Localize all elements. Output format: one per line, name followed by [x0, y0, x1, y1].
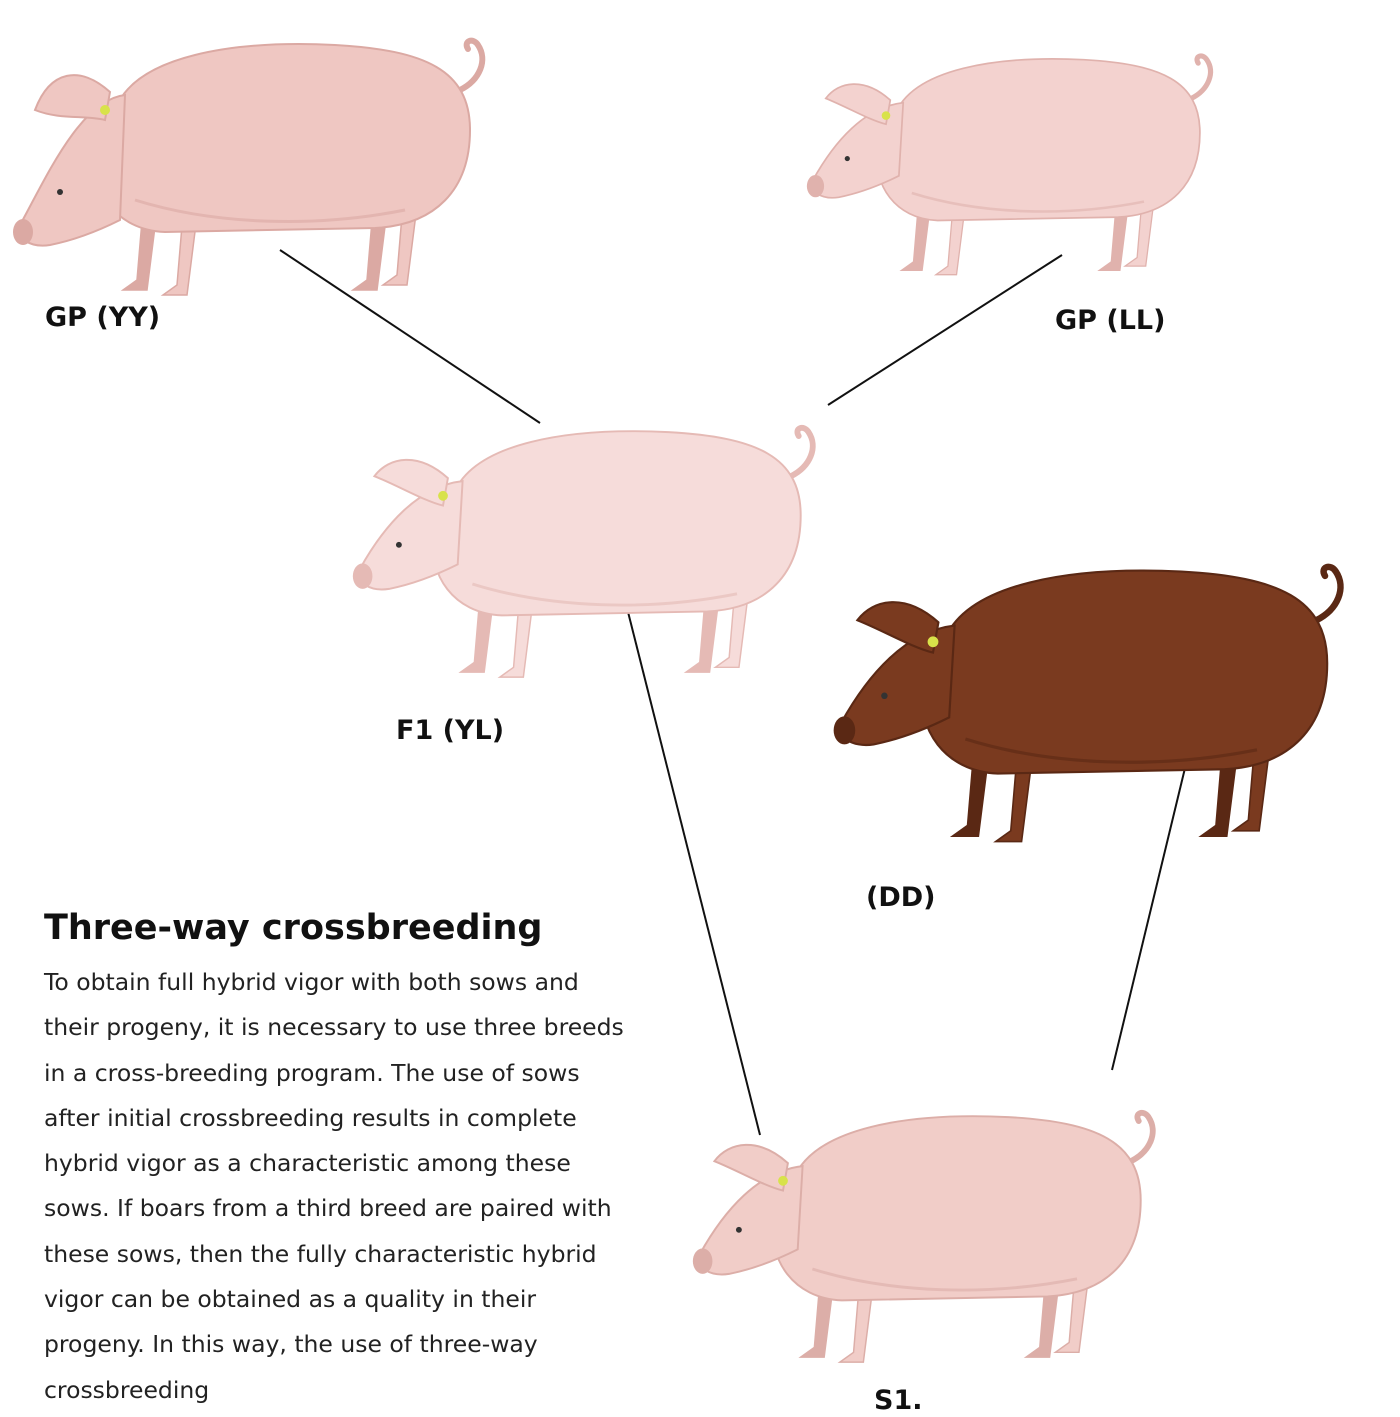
- label-s1: S1.: [874, 1385, 923, 1416]
- edge-f1-yl-to-s1: [625, 600, 760, 1135]
- article-heading: Three-way crossbreeding: [44, 908, 542, 948]
- edge-gp-yy-to-f1-yl: [280, 250, 540, 423]
- pig-gp-ll: [807, 56, 1211, 275]
- edge-gp-ll-to-f1-yl: [828, 255, 1062, 405]
- pig-dd: [834, 567, 1341, 842]
- article-body: To obtain full hybrid vigor with both so…: [44, 960, 634, 1413]
- edge-dd-to-s1: [1112, 735, 1193, 1070]
- label-f1-yl: F1 (YL): [396, 715, 504, 746]
- pig-f1-yl: [353, 428, 813, 677]
- label-dd: (DD): [866, 882, 936, 913]
- pig-gp-yy: [13, 41, 482, 295]
- label-gp-ll: GP (LL): [1055, 305, 1165, 336]
- label-gp-yy: GP (YY): [45, 302, 160, 333]
- pig-s1: [693, 1113, 1153, 1362]
